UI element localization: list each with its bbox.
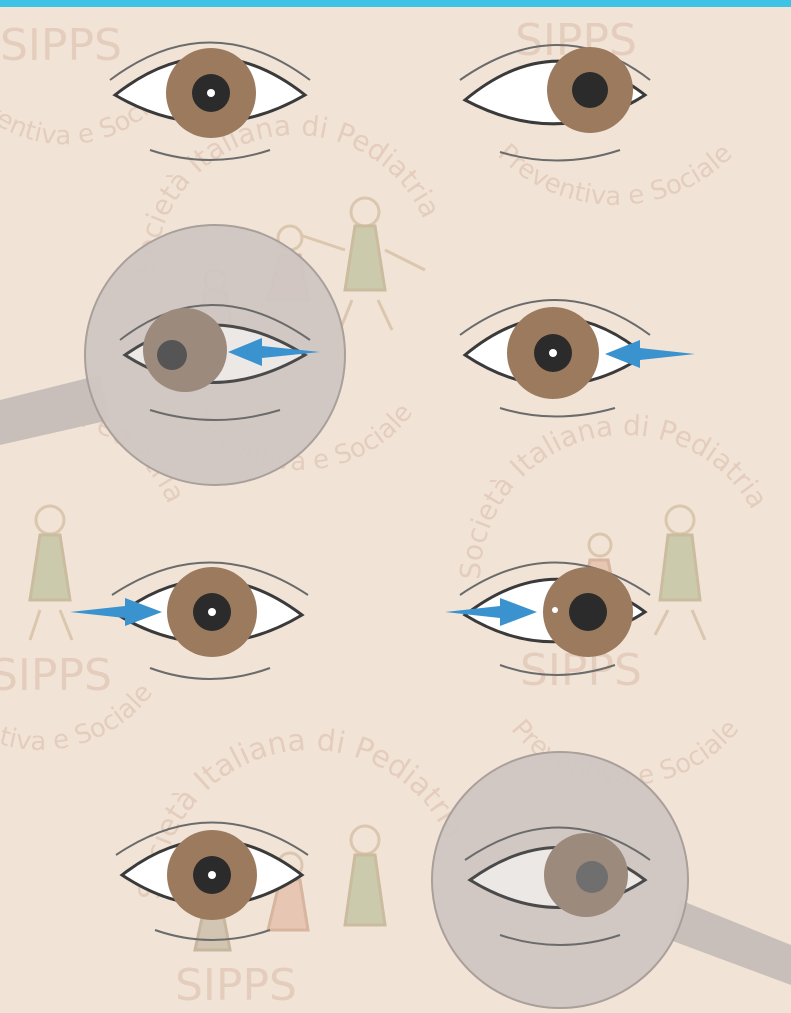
watermark-children-d <box>30 506 72 640</box>
magnifier-right <box>432 752 791 1008</box>
watermark-acronym-c: SIPPS <box>175 960 297 1011</box>
watermark-society-text-b: Società Italiana di Pediatria <box>454 409 775 581</box>
eye-top-right <box>460 45 650 161</box>
magnifier-left <box>0 225 345 485</box>
pupil <box>572 72 608 108</box>
watermark-society-text-f: Preventiva e Sociale <box>492 138 738 212</box>
pupil <box>576 861 608 893</box>
eye-lower-left <box>112 563 308 680</box>
watermark-acronym-e: SIPPS <box>0 20 122 71</box>
pupil <box>157 340 187 370</box>
pupil <box>569 593 607 631</box>
watermark-acronym-d: SIPPS <box>0 650 112 701</box>
